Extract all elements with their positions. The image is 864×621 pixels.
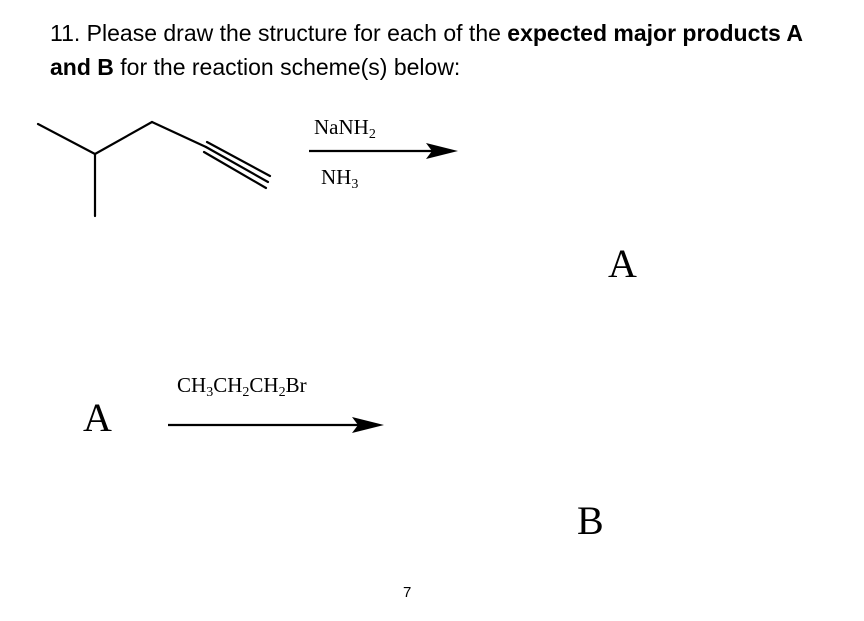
starting-label-a: A <box>83 395 112 440</box>
reagent-propyl-bromide: CH3CH2CH2Br <box>177 373 307 400</box>
product-label-b: B <box>577 498 604 543</box>
question-number: 11. <box>50 20 81 46</box>
product-label-a: A <box>608 241 637 286</box>
question-emphasis: expected major products A and B <box>50 20 803 80</box>
bond-ch-ch2 <box>93 120 154 156</box>
reaction-arrow-1 <box>309 143 458 159</box>
triple-bond-upper <box>205 140 272 178</box>
question-text-part-2: for the reaction scheme(s) below: <box>113 54 461 80</box>
question-text: 11. Please draw the structure for each o… <box>50 16 830 84</box>
reagent-nanh2: NaNH2 <box>314 115 376 142</box>
bond-methyl-left <box>36 122 97 156</box>
question-text-part-1: Please draw the structure for each of th… <box>80 20 508 46</box>
triple-bond-lower <box>202 150 268 190</box>
reaction-arrow-2 <box>168 417 384 433</box>
alkyne-skeletal-structure <box>36 120 272 218</box>
triple-bond-center <box>204 145 270 184</box>
solvent-nh3: NH3 <box>321 165 359 192</box>
page-number: 7 <box>403 584 412 601</box>
bond-ch2-csp <box>150 120 208 149</box>
